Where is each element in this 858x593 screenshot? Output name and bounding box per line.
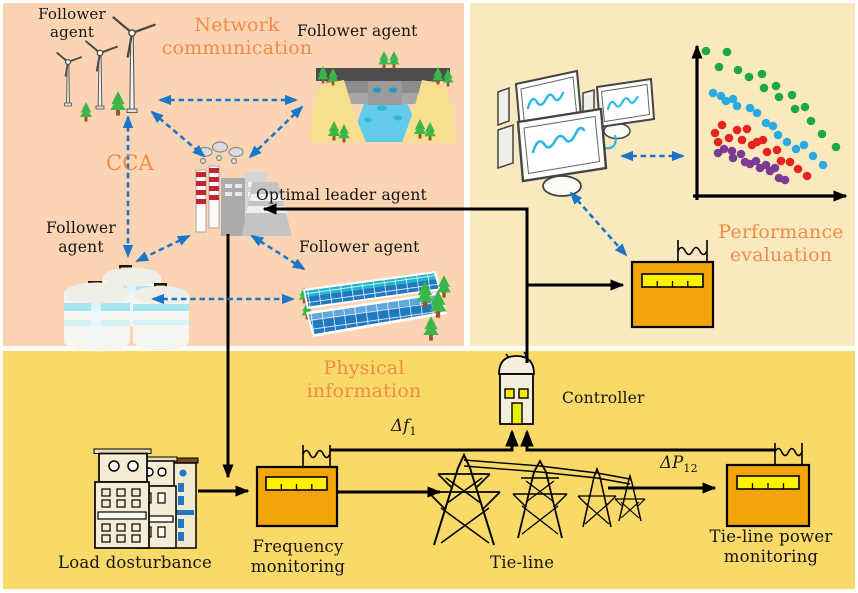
tie-power-meter-icon (725, 443, 811, 528)
hydro-dam-icon (310, 51, 455, 143)
label-optimal-leader-agent: Optimal leader agent (256, 186, 427, 204)
wind-turbines-icon (56, 16, 156, 122)
transmission-towers-icon (427, 452, 646, 546)
label-cca: CCA (106, 151, 154, 175)
label-controller: Controller (562, 389, 645, 407)
heading-performance-evaluation: Performance evaluation (718, 221, 844, 267)
factory-leader-icon (195, 141, 292, 236)
label-follower-agent-hydro: Follower agent (297, 22, 418, 40)
label-follower-agent-wind: Follower agent (38, 5, 106, 42)
line-controller-to-leader (262, 203, 529, 363)
heading-physical-information: Physical information (306, 357, 422, 403)
heading-network-communication: Network communication (161, 14, 313, 60)
label-delta-f1: Δf1 (391, 416, 417, 438)
monitors-icon (497, 69, 656, 197)
storage-tanks-icon (64, 265, 189, 352)
cca-network-links (122, 94, 685, 305)
label-tie-line-power-monitoring: Tie-line power monitoring (709, 527, 833, 567)
performance-meter-icon (630, 240, 715, 329)
buildings-icon (93, 448, 199, 549)
frequency-meter-icon (255, 445, 339, 528)
label-follower-agent-solar: Follower agent (299, 238, 420, 256)
controller-icon (498, 351, 535, 425)
label-tie-line: Tie-line (490, 553, 555, 572)
label-follower-agent-storage: Follower agent (46, 219, 116, 256)
line-deltaf-to-controller (330, 429, 519, 452)
scatter-plot (691, 44, 848, 202)
control-signal-lines (198, 203, 775, 498)
line-deltap-to-controller (520, 429, 775, 452)
scatter-dots (701, 46, 841, 185)
label-load-disturbance: Load dosturbance (58, 553, 212, 572)
solar-panels-icon (298, 271, 452, 341)
label-delta-p12: ΔP12 (660, 453, 698, 475)
label-frequency-monitoring: Frequency monitoring (250, 537, 346, 577)
